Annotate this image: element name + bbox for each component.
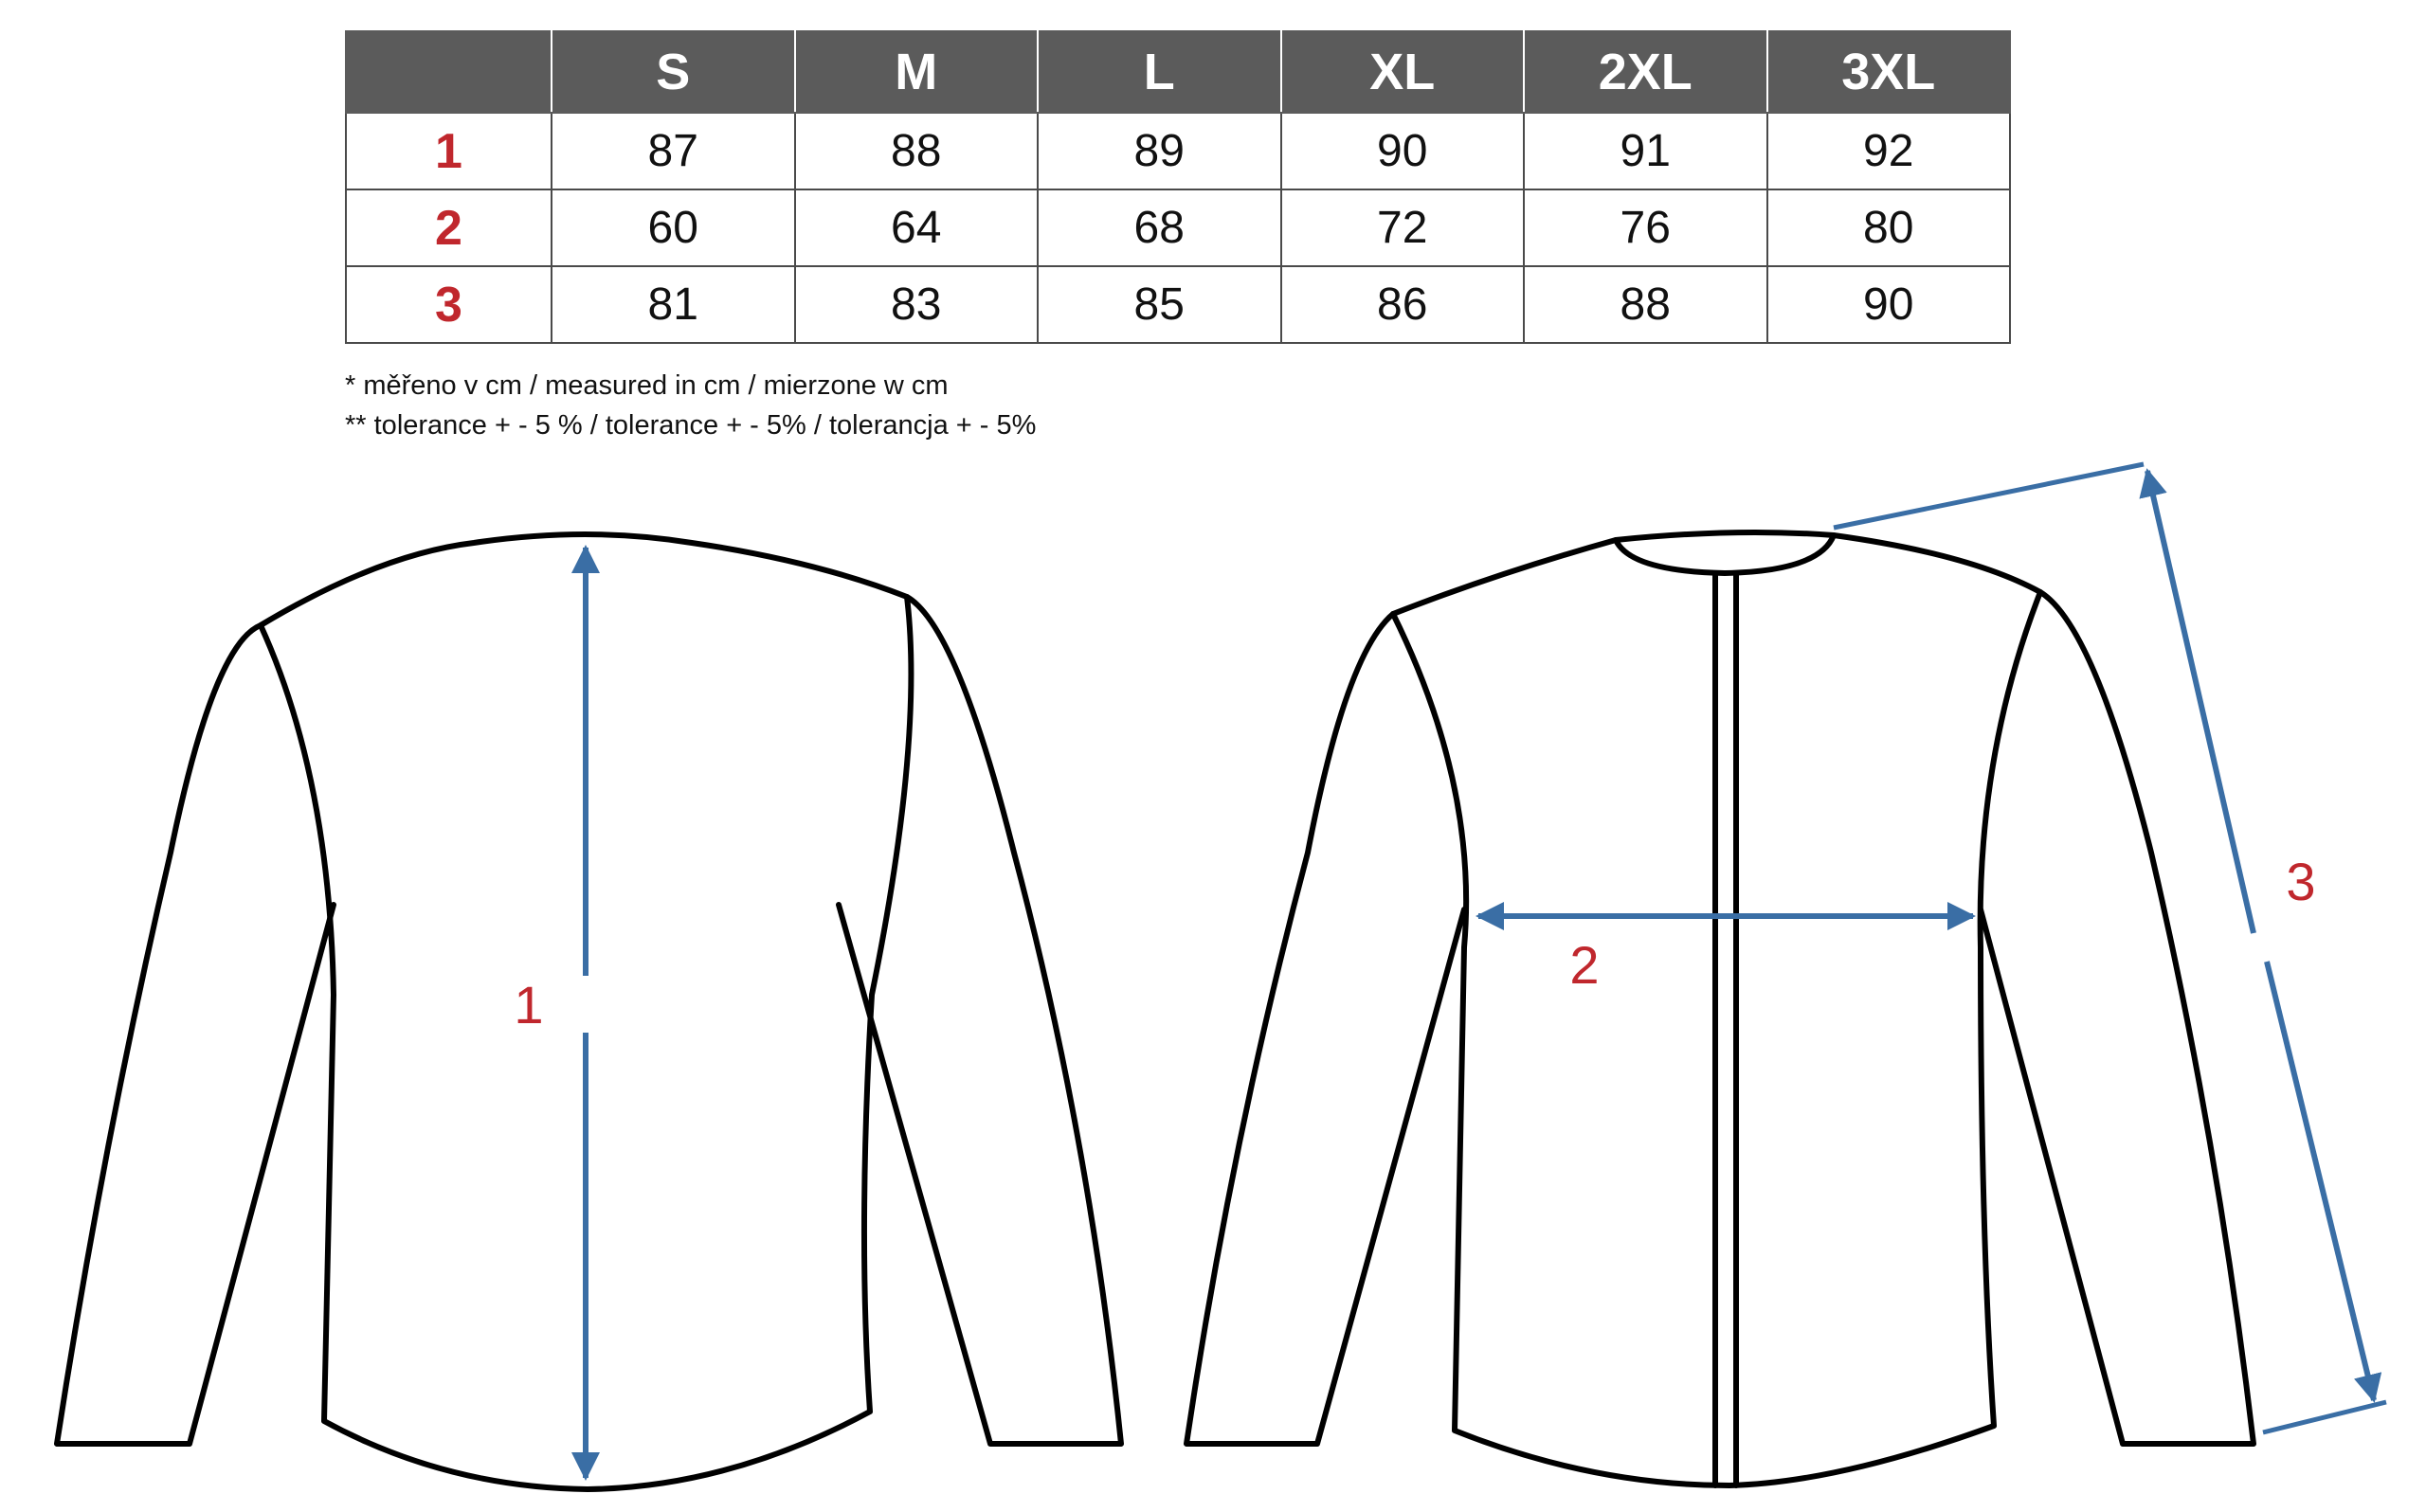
measurement-2-chest: 2 (1476, 902, 1976, 995)
measurement-notes: * měřeno v cm / measured in cm / mierzon… (345, 366, 1036, 445)
shirt-back-body-outline (258, 531, 914, 1492)
shirt-front-collar (1613, 532, 1837, 576)
measurement-3-extension-top (1833, 461, 2145, 531)
measurement-3-label: 3 (2286, 852, 2315, 911)
table-cell: 81 (551, 265, 796, 344)
table-cell: 89 (1037, 112, 1282, 190)
shirt-back-view (54, 531, 1124, 1492)
shirt-front-body-outline (1390, 529, 2043, 1488)
table-row: 3 81 83 85 86 88 90 (345, 265, 2011, 344)
table-cell: 76 (1523, 189, 1768, 267)
header-size-3xl: 3XL (1765, 30, 2011, 114)
measurement-2-label: 2 (1569, 935, 1599, 995)
size-table: S M L XL 2XL 3XL 1 87 88 89 90 91 92 2 6… (345, 30, 2011, 344)
measurement-3-arrow-top (2139, 468, 2256, 934)
table-cell: 72 (1279, 189, 1525, 267)
table-cell: 91 (1523, 112, 1768, 190)
header-size-s: S (551, 30, 796, 114)
table-cell: 68 (1037, 189, 1282, 267)
shirt-front-left-sleeve (1184, 611, 1467, 1447)
shirt-back-right-sleeve (836, 594, 1124, 1447)
table-cell: 90 (1279, 112, 1525, 190)
table-cell: 92 (1765, 112, 2011, 190)
table-cell: 83 (793, 265, 1039, 344)
header-size-xl: XL (1279, 30, 1525, 114)
table-cell: 87 (551, 112, 796, 190)
note-units: * měřeno v cm / measured in cm / mierzon… (345, 370, 949, 401)
header-size-2xl: 2XL (1523, 30, 1768, 114)
shirt-front-right-sleeve (1978, 589, 2256, 1447)
shirt-back-left-sleeve (54, 622, 336, 1447)
header-size-l: L (1037, 30, 1282, 114)
table-cell: 80 (1765, 189, 2011, 267)
table-cell: 85 (1037, 265, 1282, 344)
table-row: 2 60 64 68 72 76 80 (345, 189, 2011, 267)
measurement-1-length: 1 (514, 545, 600, 1481)
table-header-row: S M L XL 2XL 3XL (345, 30, 2011, 114)
header-size-m: M (793, 30, 1039, 114)
measurement-3-extension-bottom (2262, 1399, 2387, 1435)
shirt-front-view (1184, 529, 2256, 1488)
row-label: 1 (345, 112, 552, 190)
table-cell: 90 (1765, 265, 2011, 344)
header-corner (345, 30, 552, 114)
measurement-3-sleeve: 3 (1833, 461, 2387, 1435)
table-cell: 64 (793, 189, 1039, 267)
table-cell: 88 (1523, 265, 1768, 344)
table-cell: 86 (1279, 265, 1525, 344)
note-tolerance: ** tolerance + - 5 % / tolerance + - 5% … (345, 410, 1037, 441)
table-cell: 88 (793, 112, 1039, 190)
row-label: 2 (345, 189, 552, 267)
table-row: 1 87 88 89 90 91 92 (345, 112, 2011, 190)
measurement-1-label: 1 (514, 975, 543, 1035)
measurement-3-arrow-bottom (2264, 961, 2382, 1403)
table-cell: 60 (551, 189, 796, 267)
row-label: 3 (345, 265, 552, 344)
